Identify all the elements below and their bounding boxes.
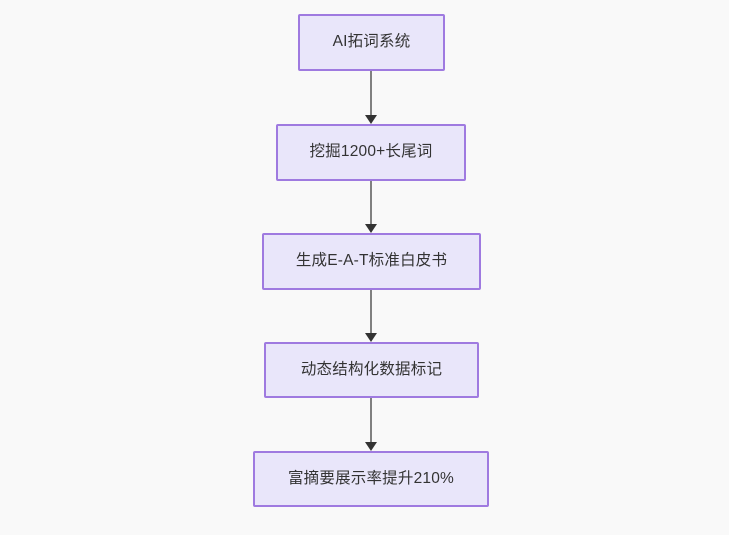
edge-line [370, 290, 372, 334]
flow-node-n5[interactable]: 富摘要展示率提升210% [253, 451, 489, 507]
flow-node-n3[interactable]: 生成E-A-T标准白皮书 [262, 233, 481, 290]
flow-node-label: 富摘要展示率提升210% [287, 469, 455, 487]
edge-line [370, 71, 372, 116]
arrow-down-icon [365, 442, 377, 451]
flow-node-n2[interactable]: 挖掘1200+长尾词 [276, 124, 466, 181]
edge-line [370, 181, 372, 225]
arrow-down-icon [365, 115, 377, 124]
flow-node-n1[interactable]: AI拓词系统 [298, 14, 445, 71]
arrow-down-icon [365, 333, 377, 342]
flow-edge-n2-to-n3 [361, 181, 381, 233]
flow-node-label: AI拓词系统 [332, 33, 411, 51]
flow-edge-n1-to-n2 [361, 71, 381, 124]
edge-line [370, 398, 372, 443]
arrow-down-icon [365, 224, 377, 233]
flow-node-label: 动态结构化数据标记 [300, 360, 443, 378]
flow-edge-n4-to-n5 [361, 398, 381, 451]
flow-node-label: 挖掘1200+长尾词 [309, 143, 433, 161]
flow-node-label: 生成E-A-T标准白皮书 [295, 252, 448, 270]
flow-edge-n3-to-n4 [361, 290, 381, 342]
flow-node-n4[interactable]: 动态结构化数据标记 [264, 342, 479, 398]
